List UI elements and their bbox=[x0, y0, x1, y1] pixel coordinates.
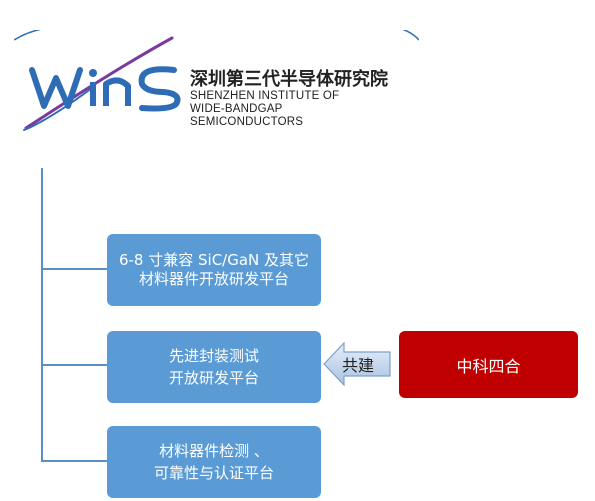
organization-name-en-line: SEMICONDUCTORS bbox=[190, 116, 304, 128]
left-arrow-icon bbox=[323, 341, 391, 387]
tree-trunk-line bbox=[41, 168, 43, 462]
arrow-label: 共建 bbox=[342, 356, 375, 375]
platform-box-line: 材料器件开放研发平台 bbox=[138, 270, 289, 288]
tree-branch-line bbox=[41, 364, 107, 366]
platform-box-line: 6-8 寸兼容 SiC/GaN 及其它 bbox=[118, 251, 310, 269]
organization-name-en-line: SHENZHEN INSTITUTE OF bbox=[190, 90, 340, 102]
platform-box-line: 先进封装测试 bbox=[168, 347, 259, 365]
platform-box-line: 材料器件检测 、 bbox=[159, 442, 269, 460]
platform-box-line: 开放研发平台 bbox=[168, 369, 259, 387]
platform-box-sic-gan: 6-8 寸兼容 SiC/GaN 及其它 材料器件开放研发平台 bbox=[107, 234, 321, 306]
organization-name-cn: 深圳第三代半导体研究院 bbox=[190, 69, 388, 90]
tree-branch-line bbox=[41, 460, 107, 462]
organization-name-en: SHENZHEN INSTITUTE OF WIDE-BANDGAP SEMIC… bbox=[190, 90, 339, 129]
wins-logo-icon bbox=[23, 36, 181, 131]
organization-name-en-line: WIDE-BANDGAP bbox=[190, 103, 283, 115]
platform-box-packaging: 先进封装测试 开放研发平台 bbox=[107, 331, 321, 403]
platform-box-line: 可靠性与认证平台 bbox=[153, 464, 274, 482]
platform-box-testing: 材料器件检测 、 可靠性与认证平台 bbox=[107, 426, 321, 498]
partner-box: 中科四合 bbox=[399, 331, 578, 398]
tree-branch-line bbox=[41, 268, 107, 270]
